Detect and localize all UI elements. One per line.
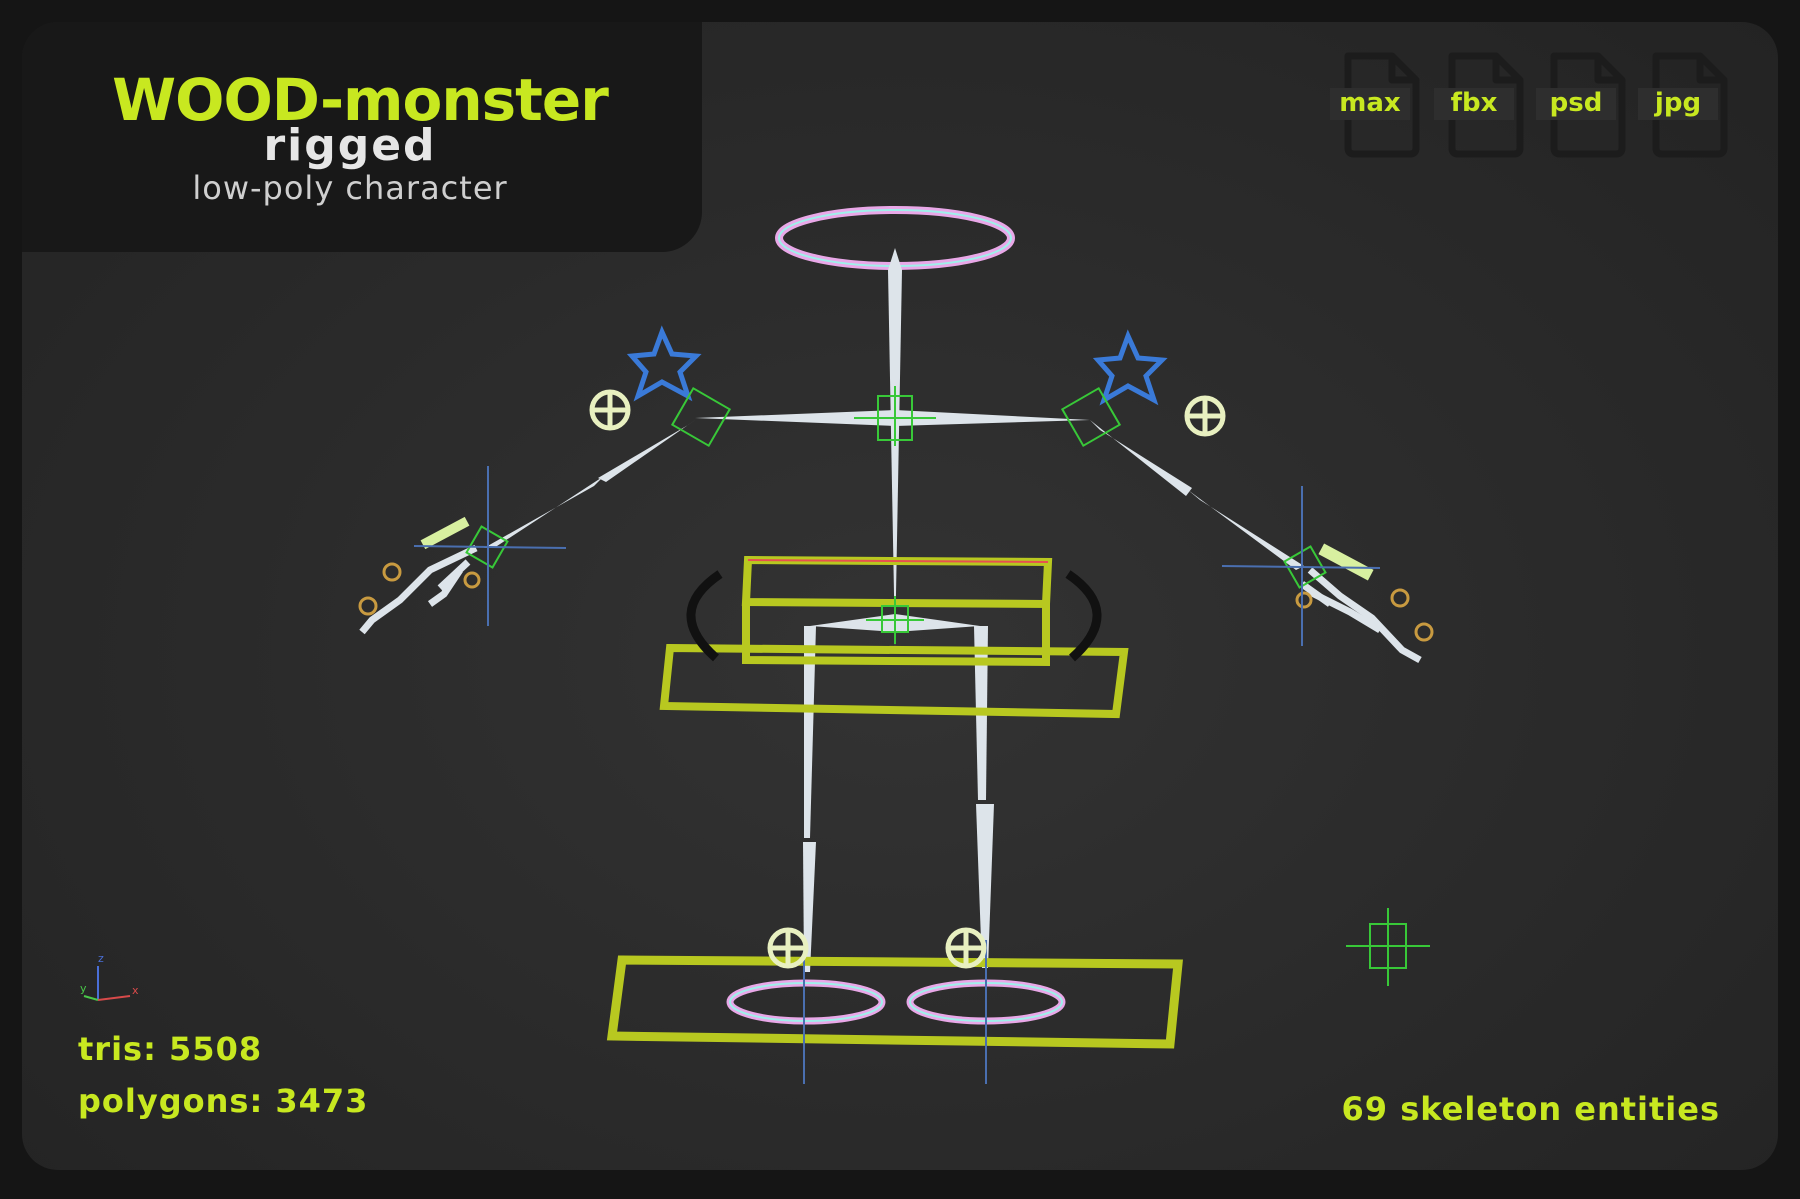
- format-jpg: jpg: [1638, 50, 1738, 160]
- product-title: WOOD-monster: [112, 66, 609, 134]
- format-psd: psd: [1536, 50, 1636, 160]
- file-icon: [1550, 52, 1626, 158]
- skeleton-count: 69 skeleton entities: [1341, 1090, 1720, 1128]
- format-label: fbx: [1434, 88, 1514, 120]
- file-icon: [1652, 52, 1728, 158]
- title-box: [22, 22, 702, 252]
- axis-x-label: x: [132, 984, 139, 997]
- tris-count: tris: 5508: [78, 1030, 263, 1068]
- product-description: low-poly character: [192, 169, 508, 207]
- polygon-count: polygons: 3473: [78, 1082, 369, 1120]
- product-subtitle: rigged: [263, 120, 437, 171]
- axis-y-label: y: [80, 982, 87, 995]
- format-label: jpg: [1638, 88, 1718, 120]
- format-fbx: fbx: [1434, 50, 1534, 160]
- file-icon: [1448, 52, 1524, 158]
- format-max: max: [1330, 50, 1430, 160]
- format-label: max: [1330, 88, 1410, 120]
- axis-z-label: z: [98, 952, 104, 965]
- format-label: psd: [1536, 88, 1616, 120]
- axis-gizmo: z x y: [80, 952, 139, 1001]
- file-icon: [1344, 52, 1420, 158]
- file-formats: max fbx psd jpg: [1330, 50, 1760, 160]
